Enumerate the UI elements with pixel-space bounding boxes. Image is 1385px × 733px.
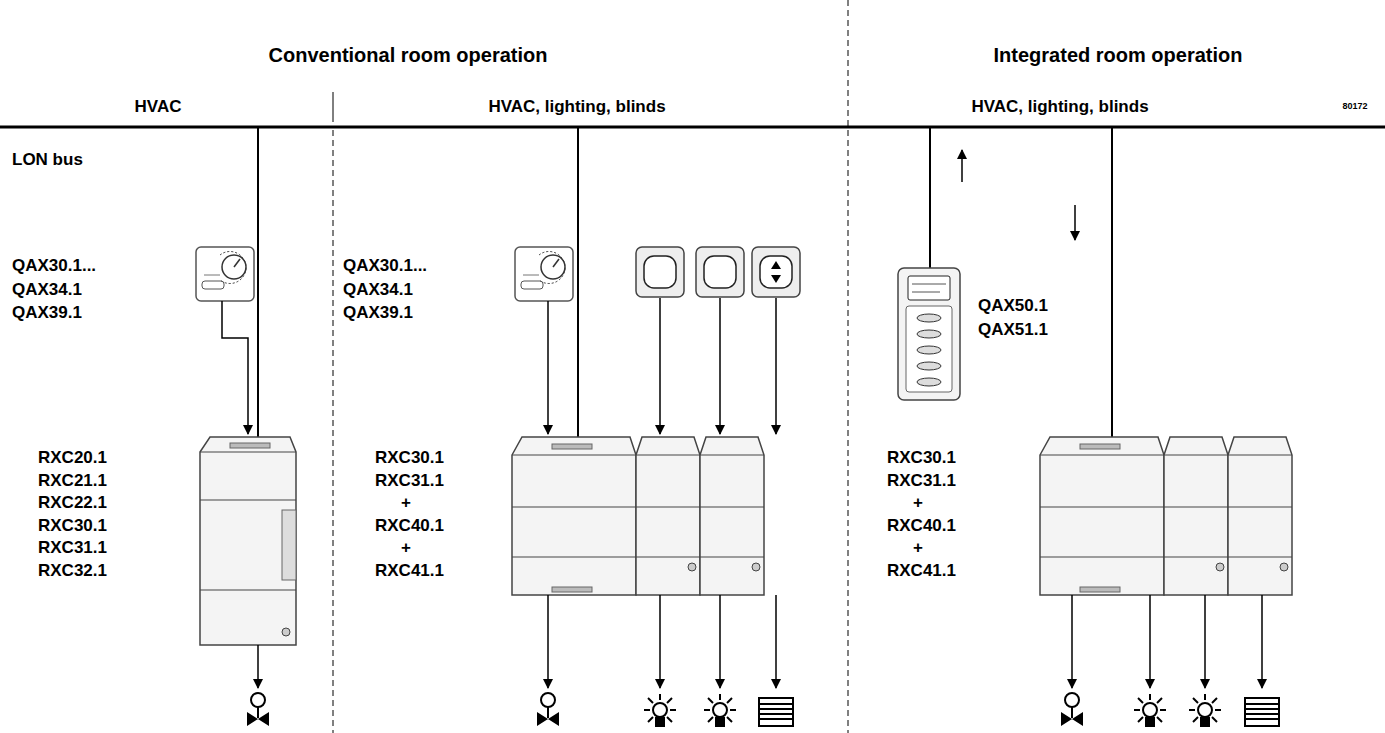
bus-label: LON bus [12,151,83,170]
product-code: RXC21.1 [38,472,107,491]
product-code: QAX39.1 [12,304,82,323]
product-code: QAX50.1 [978,297,1048,316]
figure-number: 80172 [1342,102,1367,112]
product-code: RXC40.1 [887,517,956,536]
product-code: RXC22.1 [38,494,107,513]
product-code: RXC31.1 [375,472,444,491]
product-code: QAX34.1 [12,281,82,300]
product-code: QAX39.1 [343,304,413,323]
column-heading: HVAC, lighting, blinds [971,98,1148,117]
plus-sign: + [401,494,411,513]
product-code: QAX51.1 [978,321,1048,340]
product-code: RXC20.1 [38,449,107,468]
plus-sign: + [913,539,923,558]
column-heading: HVAC, lighting, blinds [488,98,665,117]
product-code: QAX30.1... [343,257,427,276]
section-heading: Conventional room operation [269,44,548,66]
product-code: RXC40.1 [375,517,444,536]
plus-sign: + [401,539,411,558]
plus-sign: + [913,494,923,513]
product-code: RXC41.1 [375,562,444,581]
product-code: RXC31.1 [887,472,956,491]
product-code: QAX34.1 [343,281,413,300]
product-code: RXC30.1 [887,449,956,468]
product-code: RXC41.1 [887,562,956,581]
product-code: RXC31.1 [38,539,107,558]
product-code: RXC32.1 [38,562,107,581]
section-heading: Integrated room operation [994,44,1243,66]
product-code: RXC30.1 [38,517,107,536]
column-heading: HVAC [135,98,182,117]
product-code: QAX30.1... [12,257,96,276]
product-code: RXC30.1 [375,449,444,468]
